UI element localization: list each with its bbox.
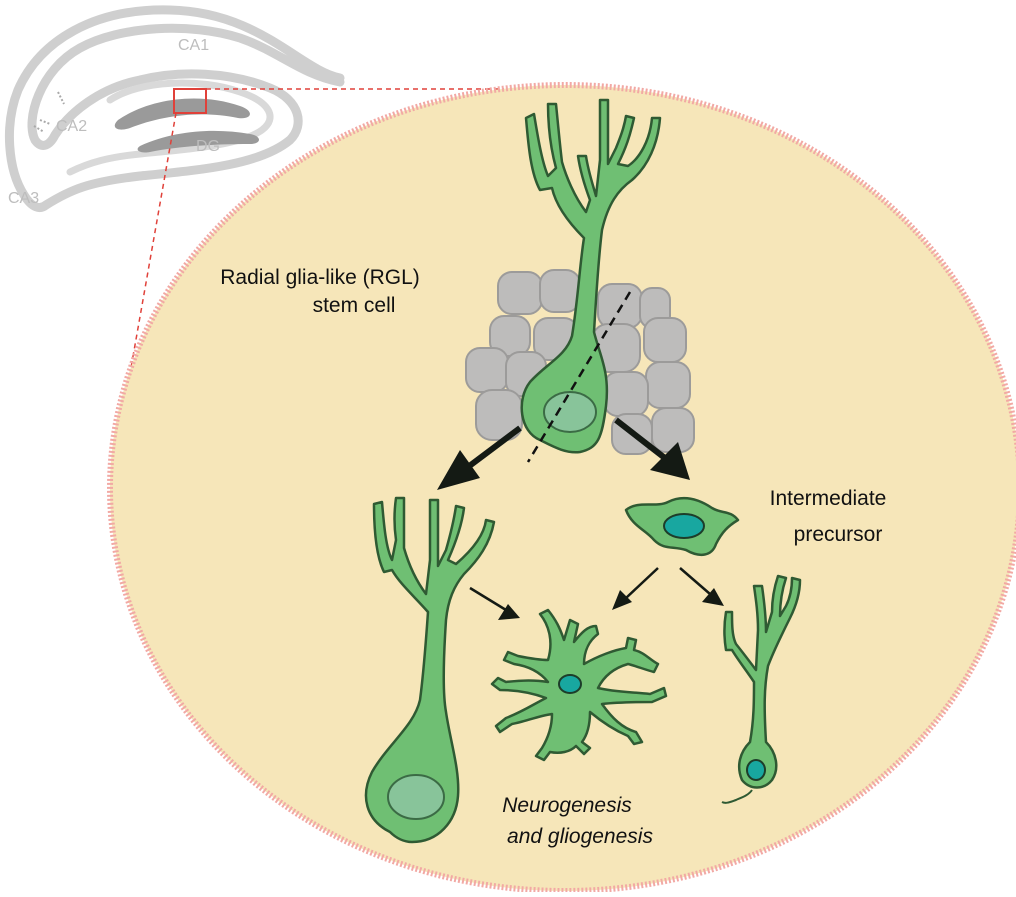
small-arrows	[469, 567, 724, 620]
ip-label-line2: precursor	[794, 523, 883, 546]
arrow-to-intermediate-precursor	[614, 417, 672, 465]
astrocyte-cell	[490, 608, 668, 762]
ca-outer-outline	[5, 5, 345, 212]
neuron-nucleus	[746, 759, 766, 781]
inset-box	[173, 88, 207, 114]
division-plane-line	[526, 291, 632, 463]
hippocampus-schematic: CA1 CA2 CA3 DG	[5, 5, 345, 212]
ca1-label: CA1	[178, 37, 209, 54]
dentate-gyrus-upper	[114, 98, 250, 130]
rgl-label-line2: stem cell	[313, 294, 396, 317]
dg-label: DG	[196, 138, 220, 155]
rgl-daughter-cell	[364, 496, 496, 844]
precursor-nucleus	[663, 513, 705, 539]
rgl-stem-cell	[520, 98, 662, 454]
rgl-nucleus	[543, 391, 597, 433]
niche-ellipse	[107, 82, 1016, 894]
ca-inner-band	[66, 79, 274, 176]
zoom-lines	[125, 88, 504, 397]
outcome-label-line2: and gliogenesis	[507, 825, 653, 848]
intermediate-precursor-cell	[624, 497, 740, 557]
ca3-label: CA3	[8, 190, 39, 207]
ca2-label: CA2	[56, 118, 87, 135]
daughter-nucleus	[387, 774, 445, 820]
neuron-cell	[721, 574, 802, 804]
outcome-label-line1: Neurogenesis	[502, 794, 632, 817]
astrocyte-nucleus	[558, 674, 582, 694]
ip-label-line1: Intermediate	[770, 487, 887, 510]
rgl-label-line1: Radial glia-like (RGL)	[220, 266, 420, 289]
dentate-gyrus-lower	[137, 130, 259, 153]
